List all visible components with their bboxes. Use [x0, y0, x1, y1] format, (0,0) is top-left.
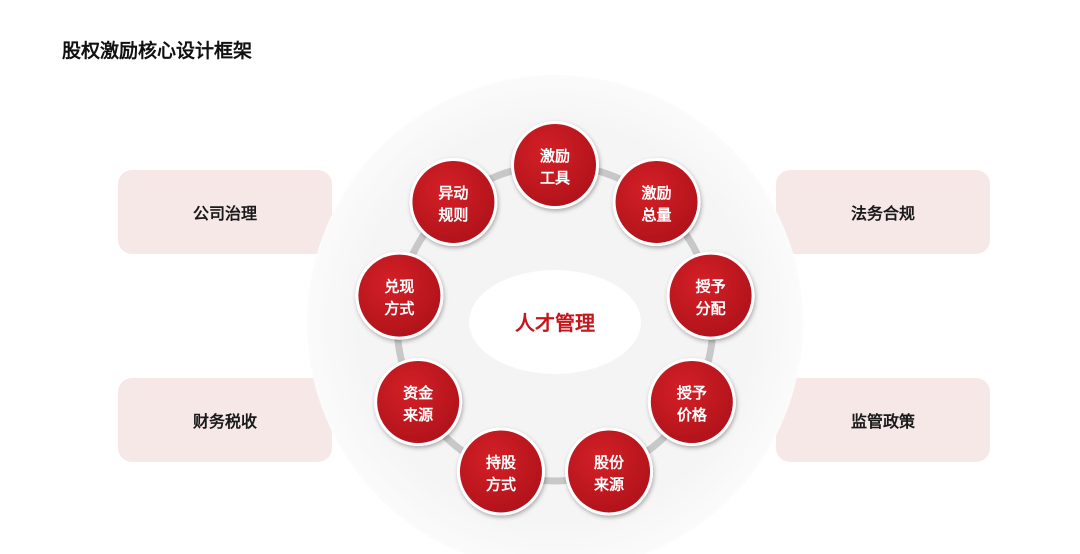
page-title: 股权激励核心设计框架	[62, 40, 253, 62]
node-label-line2: 总量	[642, 206, 672, 224]
node-label-line1: 异动	[438, 184, 468, 202]
node-label-line2: 规则	[438, 206, 468, 224]
center-ellipse	[469, 270, 641, 374]
node-label-line1: 持股	[486, 453, 517, 471]
node-circle	[615, 160, 698, 243]
side-box-finance-tax: 财务税收	[118, 378, 332, 462]
node-label-line1: 激励	[540, 147, 570, 165]
node-circle	[459, 430, 542, 513]
node-label-line2: 方式	[384, 300, 414, 318]
node-circle	[514, 124, 596, 206]
node-label-line2: 来源	[402, 406, 433, 424]
side-box-regulatory-policy: 监管政策	[776, 378, 990, 462]
node-circle	[412, 160, 495, 243]
node-label-line1: 兑现	[384, 278, 414, 296]
node-circle	[358, 254, 441, 337]
node-circle	[650, 361, 733, 443]
side-box-legal-compliance: 法务合规	[776, 170, 990, 254]
side-box-corporate-governance: 公司治理	[118, 170, 332, 254]
node-label-line1: 股份	[594, 453, 625, 471]
node-label-line2: 价格	[677, 406, 708, 424]
node-label-line2: 方式	[486, 475, 516, 493]
node-circle	[377, 361, 460, 443]
node-label-line1: 激励	[642, 184, 672, 202]
node-circle	[568, 430, 651, 513]
node-label-line1: 授予	[677, 384, 707, 402]
center-label: 人才管理	[515, 311, 595, 335]
node-label-line2: 来源	[593, 475, 624, 493]
node-label-line1: 资金	[403, 384, 434, 402]
node-label-line1: 授予	[696, 278, 726, 296]
node-label-line2: 分配	[696, 300, 726, 318]
node-label-line2: 工具	[540, 169, 570, 187]
node-circle	[669, 254, 752, 337]
